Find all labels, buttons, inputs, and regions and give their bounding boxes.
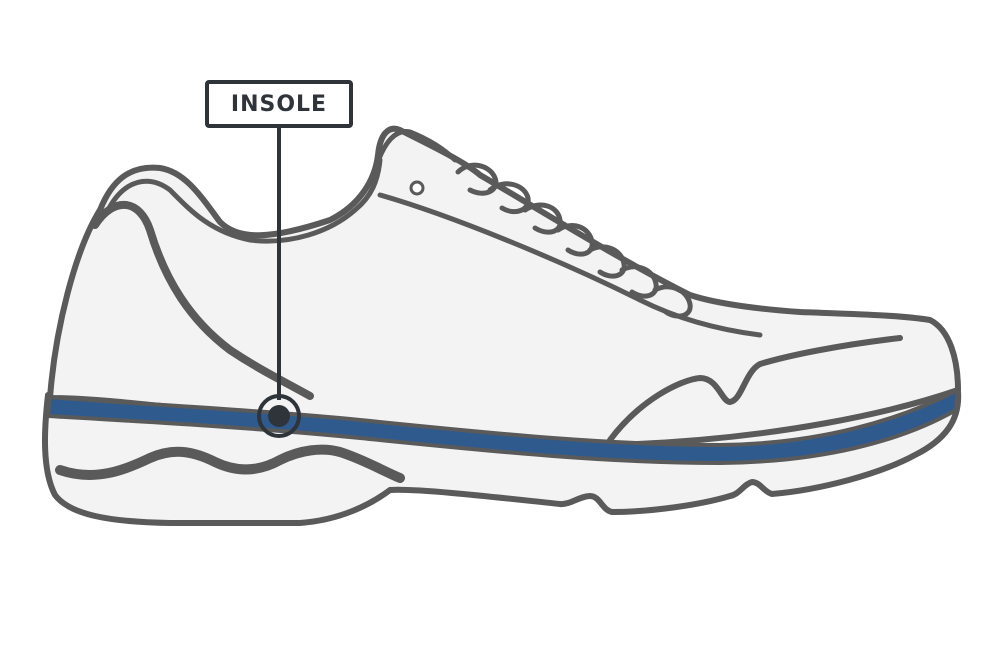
insole-label-box: INSOLE <box>205 80 353 128</box>
lace-panel <box>377 192 763 338</box>
callout-marker-ring <box>257 394 301 438</box>
tongue <box>369 129 458 183</box>
eyelet <box>409 180 425 196</box>
collar <box>105 157 383 244</box>
shoe-upper <box>47 125 961 448</box>
midsole-wave <box>55 444 405 483</box>
insole-band <box>46 388 960 465</box>
laces <box>455 162 693 319</box>
callout-marker-dot <box>268 405 290 427</box>
insole-label: INSOLE <box>230 91 328 117</box>
heel-counter <box>91 201 314 400</box>
toe-cap <box>607 335 903 443</box>
